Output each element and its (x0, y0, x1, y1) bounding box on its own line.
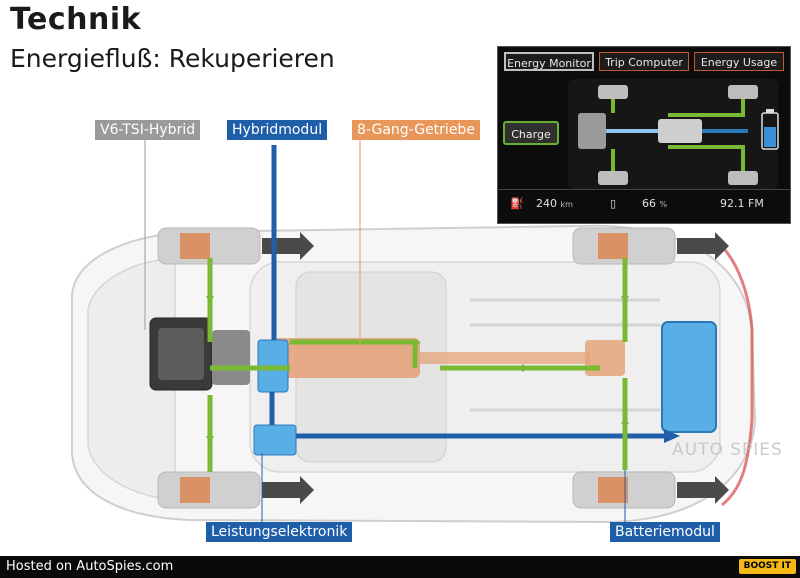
footer-bar: Hosted on AutoSpies.com BOOST IT (0, 556, 800, 578)
leader-lines (144, 140, 626, 522)
label-hybrid-module: Hybridmodul (227, 120, 328, 140)
page-subtitle: Energiefluß: Rekuperieren (10, 44, 335, 73)
label-battery-module: Batteriemodul (610, 522, 720, 542)
battery-percent-value: 66 (642, 197, 656, 210)
battery-small-icon: ▯ (610, 197, 617, 210)
range-readout: 240 km (536, 197, 573, 210)
battery-readout: 66 % (642, 197, 667, 210)
power-electronics-unit (253, 424, 297, 456)
watermark: AUTO SPIES (672, 440, 783, 460)
charge-mode-button[interactable]: Charge (503, 121, 559, 145)
range-unit: km (560, 200, 573, 209)
tab-energy-usage[interactable]: Energy Usage (694, 52, 784, 71)
range-value: 240 (536, 197, 557, 210)
tab-energy-monitor[interactable]: Energy Monitor (504, 52, 594, 71)
footer-host-text: Hosted on AutoSpies.com (6, 559, 174, 574)
fuel-icon: ⛽ (510, 197, 524, 210)
label-power-electronics: Leistungselektronik (206, 522, 353, 542)
battery-percent-unit: % (659, 200, 668, 209)
wheel-arrow-icon (677, 232, 729, 260)
wheel-arrow-icon (677, 476, 729, 504)
page-title: Technik (10, 2, 142, 37)
wheel-arrow-icon (262, 476, 314, 504)
boost-it-button[interactable]: BOOST IT (738, 559, 796, 574)
radio-station: 92.1 FM (720, 197, 764, 210)
battery-icon (761, 112, 779, 150)
tab-trip-computer[interactable]: Trip Computer (599, 52, 689, 71)
gearbox (270, 338, 625, 378)
electrical-flow (269, 145, 672, 439)
mechanical-flow (206, 258, 629, 472)
electrical-arrow-icon (664, 429, 680, 443)
battery-module-unit (661, 321, 717, 433)
label-gearbox: 8-Gang-Getriebe (352, 120, 480, 140)
energy-monitor-screen: Energy Monitor Trip Computer Energy Usag… (497, 46, 791, 224)
label-engine: V6-TSI-Hybrid (95, 120, 201, 140)
v6-engine (149, 317, 250, 391)
